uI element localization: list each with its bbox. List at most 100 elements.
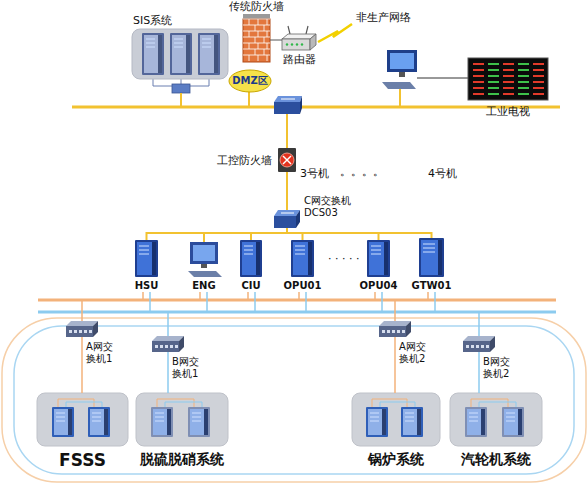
node-label: 传统防火墙 — [223, 0, 290, 13]
firewall-downlink — [286, 114, 288, 148]
node-icon — [379, 321, 411, 337]
switch-icon: C网交换机 DCS03 — [274, 210, 300, 228]
monitor-uplink — [399, 89, 401, 107]
tv-reading — [518, 75, 529, 77]
switch-arrow — [281, 99, 295, 100]
switch-icon: B网交 换机1 — [152, 336, 184, 352]
server-slot — [192, 417, 201, 418]
switch-top — [66, 321, 98, 326]
server-slot — [155, 417, 164, 418]
switch-icon: B网交 换机2 — [463, 336, 495, 352]
zone-ellipse-shape — [229, 70, 271, 92]
server-icon: CIU — [240, 240, 262, 277]
network-link — [287, 228, 432, 238]
block-circle — [280, 153, 294, 167]
brick-line — [243, 43, 270, 44]
network-link — [167, 352, 169, 393]
node-label: DMZ区 — [229, 75, 271, 87]
server-icon: GTW01 — [419, 238, 444, 277]
server-slot — [244, 246, 253, 247]
b-drop — [381, 292, 383, 312]
node-label: SIS系统 — [133, 14, 213, 27]
server-body — [135, 240, 158, 277]
server-side — [152, 242, 156, 275]
switch-side — [93, 321, 98, 337]
tv-reading — [518, 93, 529, 95]
free-label: 3号机 — [300, 167, 329, 180]
tv-reading — [533, 75, 544, 77]
server-slot — [202, 47, 211, 48]
server-side — [384, 242, 388, 275]
switch-front — [66, 326, 93, 337]
node-label: 脱硫脱硝系统 — [126, 451, 238, 468]
switch-front — [463, 341, 490, 352]
brick-line — [258, 31, 259, 37]
switch-port — [165, 345, 168, 348]
node-icon — [37, 393, 128, 446]
workstation-icon: ENG — [186, 242, 222, 278]
b-drop — [305, 292, 307, 312]
device-wire — [500, 402, 516, 407]
server-slot — [155, 421, 164, 422]
switch-top — [274, 210, 300, 216]
tv-reading — [473, 81, 484, 83]
node-icon — [278, 148, 296, 172]
server-body — [291, 240, 314, 277]
server-body — [151, 407, 173, 437]
b-uplink — [167, 312, 169, 336]
brick-line — [255, 25, 256, 31]
server-slot — [371, 250, 381, 251]
group-box — [136, 393, 228, 446]
tv-reading — [488, 93, 499, 95]
firewall-wall — [243, 19, 270, 62]
tv-reading — [533, 93, 544, 95]
tv-reading — [503, 81, 514, 83]
node-label: FSSS — [37, 450, 128, 470]
network-link — [286, 172, 288, 210]
server-slot — [192, 413, 201, 414]
node-icon — [463, 336, 495, 352]
switch-side — [296, 210, 300, 228]
sis-uplink — [180, 93, 182, 107]
a-drop — [298, 292, 300, 300]
server-face — [190, 409, 204, 435]
device-wire — [380, 402, 400, 407]
node-label: A网交 换机1 — [86, 341, 122, 365]
monitor-screen — [193, 245, 215, 261]
network-link — [251, 228, 287, 240]
server-face — [467, 409, 481, 435]
router-side — [310, 34, 316, 50]
switch-port — [466, 345, 469, 348]
server-slot — [139, 246, 149, 247]
node-icon — [468, 58, 548, 100]
node-label: 锅炉系统 — [352, 451, 440, 468]
keyboard — [382, 82, 416, 89]
server-slot — [370, 417, 379, 418]
device-wire — [479, 402, 500, 407]
server-slot — [295, 254, 305, 255]
node-label: 汽轮机系统 — [450, 451, 542, 468]
server-slot — [506, 413, 515, 414]
brick-line — [243, 25, 270, 26]
switch-port — [476, 345, 479, 348]
system-group: FSSS — [37, 393, 128, 446]
sis-switch — [172, 84, 190, 93]
router-antenna — [306, 26, 308, 34]
brick-line — [255, 37, 256, 43]
keyboard — [188, 271, 222, 277]
brick-line — [249, 55, 250, 61]
switch-port — [392, 330, 395, 333]
a-uplink — [394, 300, 396, 321]
server-slot — [192, 421, 201, 422]
server-slot — [56, 413, 65, 414]
server-slot — [92, 417, 101, 418]
brick-line — [243, 55, 270, 56]
tv-reading — [488, 63, 499, 65]
brick-line — [258, 19, 259, 25]
server-body — [188, 407, 210, 437]
server-side — [382, 409, 386, 435]
server-slot — [370, 413, 379, 414]
router-icon: 路由器 — [282, 30, 316, 50]
server-slot — [423, 252, 435, 253]
